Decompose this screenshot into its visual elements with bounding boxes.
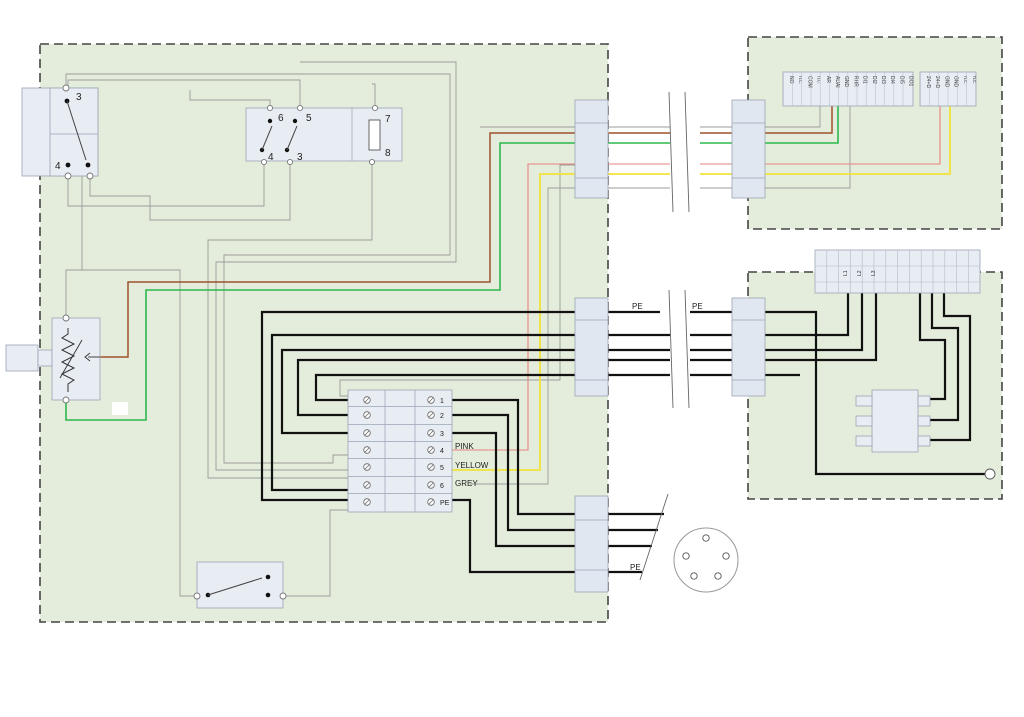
- controller-terminal-label: GND: [943, 76, 949, 88]
- power-terminal-label: L1: [843, 270, 849, 276]
- controller-terminal-label: DO1: [908, 76, 914, 87]
- gland-middle-right: [731, 297, 766, 397]
- terminal-block: 1 2 3 4 5 6PE: [347, 389, 453, 513]
- relay-terminal-8: 8: [385, 148, 391, 159]
- controller-terminal-label: NO: [788, 76, 794, 84]
- controller-terminal-label: GND: [843, 76, 849, 88]
- terminal-block-label: 1: [440, 398, 444, 405]
- switch-terminal-4: 4: [55, 161, 61, 172]
- terminal-block-label: 6: [440, 483, 444, 490]
- terminal-block-label: 3: [440, 431, 444, 438]
- cable-break-marks: [639, 91, 690, 581]
- relay-terminal-3: 3: [297, 152, 303, 163]
- terminal-block-label: 5: [440, 465, 444, 472]
- cable-glands: [574, 99, 766, 593]
- controller-terminal-label: n.c.: [816, 76, 822, 84]
- relay-terminal-5: 5: [306, 113, 312, 124]
- controller-terminal-label: 24+D: [925, 76, 931, 88]
- gland-bottom: [574, 495, 609, 593]
- power-terminal-label: L2: [857, 270, 863, 276]
- controller-terminal-label: DI4: [889, 76, 895, 84]
- top-left-switch: 3 4: [21, 84, 99, 180]
- terminal-block-label: 4: [440, 448, 444, 455]
- controller-terminal-label: AUAI: [834, 76, 840, 88]
- controller-terminal-label: DI2: [871, 76, 877, 84]
- terminal-block-label: PE: [440, 500, 450, 507]
- white-patch: [112, 402, 128, 415]
- pe-label-bottom: PE: [630, 563, 641, 572]
- bottom-switch: [193, 561, 287, 609]
- gland-upper-left: [574, 99, 609, 199]
- pe-label-left: PE: [632, 302, 643, 311]
- gland-upper-right: [731, 99, 766, 199]
- controller-terminal-label: DI5: [898, 76, 904, 84]
- relay: 6 5 7 4 3 8: [245, 104, 403, 166]
- terminal-block-label: 2: [440, 413, 444, 420]
- wire-label-grey: GREY: [455, 479, 478, 488]
- potentiometer: [5, 314, 101, 404]
- controller-terminal-label: AR: [825, 76, 831, 83]
- controller-terminal-label: DI1: [862, 76, 868, 84]
- gland-middle-left: [574, 297, 609, 397]
- brown-wire: [100, 105, 833, 358]
- power-terminal-label: L3: [871, 270, 877, 276]
- pe-label-right: PE: [692, 302, 703, 311]
- relay-terminal-4: 4: [268, 152, 274, 163]
- controller-terminal-label: n.c.: [797, 76, 803, 84]
- switch-terminal-3: 3: [76, 92, 82, 103]
- controller-terminal-label: RHR: [852, 76, 858, 87]
- controller-terminal-label: 24+D: [934, 76, 940, 88]
- black-wires: [260, 292, 990, 574]
- controller-terminal-label: GND: [953, 76, 959, 88]
- controller-terminal-label: n.c.: [971, 76, 977, 84]
- relay-terminal-6: 6: [278, 113, 284, 124]
- controller-terminal-label: n.c.: [962, 76, 968, 84]
- power-relay-module: [855, 389, 931, 453]
- round-connector: [673, 527, 739, 593]
- power-terminal-strip: L1 L2 L3: [814, 249, 981, 294]
- relay-terminal-7: 7: [385, 114, 391, 125]
- wire-label-yellow: YELLOW: [455, 461, 489, 470]
- controller-terminal-label: DI3: [880, 76, 886, 84]
- pink-wire: [452, 105, 941, 451]
- ground-terminal: [984, 468, 996, 480]
- green-wire: [65, 105, 839, 421]
- wire-label-pink: PINK: [455, 442, 474, 451]
- controller-terminal-label: COM: [806, 76, 812, 88]
